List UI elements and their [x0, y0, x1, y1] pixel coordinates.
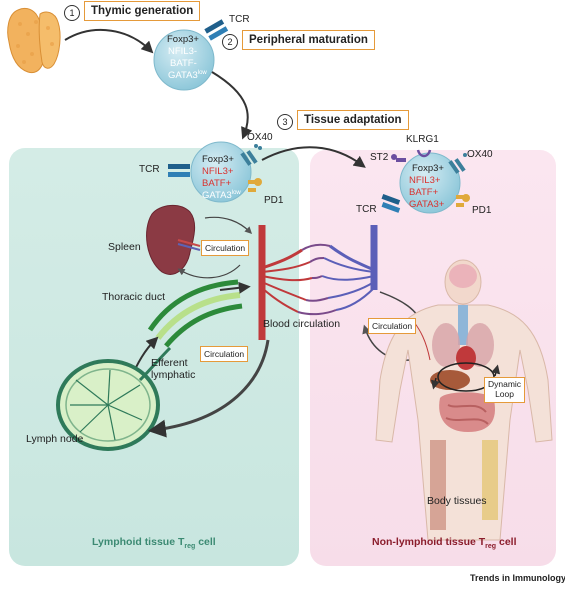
non-lymphoid-footer: Non-lymphoid tissue Treg cell — [372, 536, 517, 550]
cell-marker-nfil3: NFIL3+ — [409, 175, 441, 186]
human-body-icon — [375, 259, 553, 541]
lymphoid-footer-sub: reg — [184, 543, 196, 551]
circulation-box-lymph: Circulation — [200, 346, 249, 362]
cell-marker-foxp3: Foxp3+ — [167, 34, 199, 45]
thoracic-duct-label: Thoracic duct — [102, 291, 166, 303]
st2-receptor-icon — [391, 154, 406, 162]
cell-marker-gata3: GATA3low — [202, 190, 241, 201]
spleen-label: Spleen — [108, 241, 141, 253]
cell-marker-nfil3: NFIL3- — [168, 46, 198, 57]
brand-label: Trends in Immunology — [470, 573, 565, 583]
treg-cell-thymic — [153, 29, 215, 91]
spleen-icon — [146, 205, 201, 275]
cell-marker-batf: BATF+ — [409, 187, 439, 198]
step-label-tissue-adaptation: Tissue adaptation — [297, 110, 409, 130]
cell-marker-gata3: GATA3low — [168, 70, 207, 81]
ox40-receptor-icon — [448, 153, 467, 174]
non-lymphoid-footer-main: Non-lymphoid tissue T — [372, 536, 486, 548]
efferent-line2: lymphatic — [151, 368, 196, 381]
step-label-peripheral-maturation: Peripheral maturation — [242, 30, 375, 50]
tcr-label: TCR — [356, 204, 377, 215]
dynamic-loop-line2: Loop — [495, 388, 514, 399]
cell-marker-batf: BATF- — [170, 58, 197, 69]
lymphoid-footer-main: Lymphoid tissue T — [92, 536, 185, 548]
blood-circulation-label: Blood circulation — [263, 318, 341, 330]
cell-marker-foxp3: Foxp3+ — [202, 154, 234, 165]
step-number-1: 1 — [64, 5, 80, 21]
efferent-line1: Efferent — [151, 357, 188, 369]
ox40-receptor-icon — [240, 144, 262, 166]
st2-label: ST2 — [370, 152, 389, 163]
pd1-label: PD1 — [264, 195, 284, 206]
non-lymphoid-footer-sub: reg — [485, 543, 497, 551]
body-tissues-label: Body tissues — [427, 495, 487, 507]
pd1-label: PD1 — [472, 205, 492, 216]
klrg1-label: KLRG1 — [406, 134, 439, 145]
step-number-2: 2 — [222, 34, 238, 50]
circulation-box-right: Circulation — [368, 318, 417, 334]
ox40-label: OX40 — [467, 149, 493, 160]
step-number-3: 3 — [277, 114, 293, 130]
non-lymphoid-footer-tail: cell — [496, 536, 517, 548]
treg-cell-lymphoid — [190, 141, 252, 203]
klrg1-receptor-icon — [416, 149, 432, 158]
cell-marker-foxp3: Foxp3+ — [412, 163, 444, 174]
pd1-receptor-icon — [248, 178, 262, 192]
cell-marker-batf: BATF+ — [202, 178, 232, 189]
ox40-label: OX40 — [247, 132, 273, 143]
tcr-receptor-icon — [204, 19, 229, 41]
thymus-icon — [7, 7, 61, 74]
tcr-receptor-icon — [168, 164, 190, 177]
circulation-box-spleen: Circulation — [201, 240, 250, 256]
thoracic-duct-icon — [147, 279, 243, 348]
tcr-label: TCR — [229, 14, 250, 25]
pd1-receptor-icon — [456, 194, 470, 207]
dynamic-loop-line1: Dynamic — [488, 379, 522, 389]
gata3-text: GATA3 — [168, 70, 198, 82]
gata3-superscript: low — [231, 190, 241, 196]
cell-marker-gata3: GATA3+ — [409, 199, 445, 210]
lymph-node-icon — [56, 346, 172, 451]
blood-vessels-icon — [258, 225, 378, 340]
step-label-thymic-generation: Thymic generation — [84, 1, 201, 21]
lymph-node-label: Lymph node — [26, 433, 84, 445]
cell-marker-nfil3: NFIL3+ — [202, 166, 234, 177]
lymphoid-footer-tail: cell — [195, 536, 216, 548]
tcr-receptor-icon — [381, 194, 401, 213]
lymphoid-footer: Lymphoid tissue Treg cell — [92, 536, 216, 550]
tcr-label: TCR — [139, 164, 160, 175]
gata3-superscript: low — [197, 70, 207, 76]
gata3-text: GATA3 — [202, 190, 232, 202]
